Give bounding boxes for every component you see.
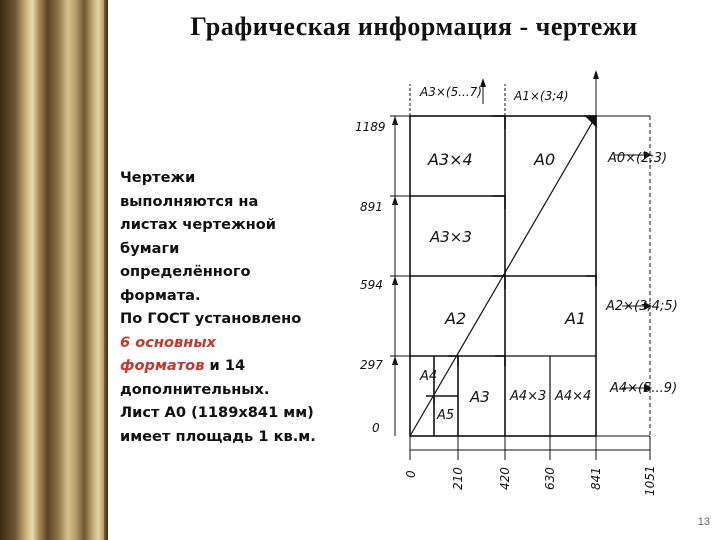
body-line: По ГОСТ установлено bbox=[120, 310, 302, 327]
label-a0x23: A0×(2;3) bbox=[607, 151, 667, 166]
body-line: дополнительных. bbox=[120, 380, 270, 398]
arrow-head bbox=[644, 302, 652, 310]
x-tick-label: 630 bbox=[543, 467, 557, 490]
body-line: формата. bbox=[120, 286, 201, 304]
body-line: имеет площадь 1 кв.м. bbox=[120, 427, 316, 445]
x-tick-label: 210 bbox=[451, 467, 465, 490]
arrow-head bbox=[593, 70, 599, 79]
arrow-head bbox=[644, 151, 652, 159]
corner-mark bbox=[492, 195, 506, 209]
slide-title: Графическая информация - чертежи bbox=[190, 12, 638, 41]
label-a3x5: A3×(5...7) bbox=[419, 85, 482, 99]
label-a4x3: A4×3 bbox=[509, 389, 546, 404]
highlight-text: форматов bbox=[120, 357, 205, 374]
body-line: определённого bbox=[120, 263, 251, 280]
label-a4: A4 bbox=[419, 369, 437, 384]
label-a3x3: A3×3 bbox=[429, 228, 472, 246]
y-tick-label: 891 bbox=[360, 200, 383, 214]
y-tick-label: 594 bbox=[360, 278, 383, 292]
arrow-head bbox=[644, 384, 652, 392]
label-a4x4: A4×4 bbox=[554, 389, 591, 404]
label-a3x4: A3×4 bbox=[427, 150, 473, 169]
body-line-highlight: 6 основных bbox=[120, 331, 350, 355]
label-a0: A0 bbox=[533, 150, 555, 169]
label-a1: A1 bbox=[564, 309, 586, 328]
page-number: 13 bbox=[697, 516, 710, 528]
x-tick-label: 1051 bbox=[643, 465, 657, 496]
label-a1x34: A1×(3;4) bbox=[513, 89, 569, 103]
y-tick-label: 297 bbox=[360, 358, 383, 372]
body-line: бумаги bbox=[120, 239, 180, 257]
body-line: форматов и 14 bbox=[120, 354, 350, 378]
x-tick-label: 841 bbox=[589, 467, 603, 490]
body-line: листах чертежной bbox=[120, 216, 276, 233]
body-line: Чертежи bbox=[120, 169, 196, 186]
y-tick-label: 0 bbox=[372, 421, 380, 435]
label-a4x59: A4×(5...9) bbox=[609, 381, 677, 396]
body-text: Чертежи выполняются на листах чертежной … bbox=[120, 166, 350, 448]
corner-mark bbox=[448, 355, 459, 366]
body-line: выполняются на bbox=[120, 192, 259, 210]
corner-mark bbox=[492, 275, 506, 289]
label-a2x345: A2×(3;4;5) bbox=[605, 299, 678, 314]
x-tick-label: 420 bbox=[498, 467, 512, 490]
corner-mark bbox=[492, 115, 506, 129]
x-tick-label: 0 bbox=[404, 470, 418, 478]
arrow-head bbox=[392, 276, 398, 285]
corner-mark bbox=[584, 115, 597, 128]
body-text-span: и 14 bbox=[204, 357, 246, 374]
label-a5: A5 bbox=[436, 408, 454, 423]
arrow-head bbox=[392, 196, 398, 205]
body-line: Лист А0 (1189х841 мм) bbox=[120, 404, 314, 421]
label-a3: A3 bbox=[469, 388, 490, 406]
arrow-head bbox=[392, 356, 398, 365]
corner-mark bbox=[586, 275, 597, 286]
corner-mark bbox=[495, 355, 506, 366]
label-a2: A2 bbox=[444, 309, 466, 328]
arrow-head bbox=[480, 78, 486, 87]
y-tick-label: 1189 bbox=[355, 120, 386, 134]
highlight-text: 6 основных bbox=[120, 333, 216, 351]
decorative-border bbox=[0, 0, 108, 540]
arrow-head bbox=[392, 116, 398, 125]
corner-mark bbox=[426, 395, 435, 404]
